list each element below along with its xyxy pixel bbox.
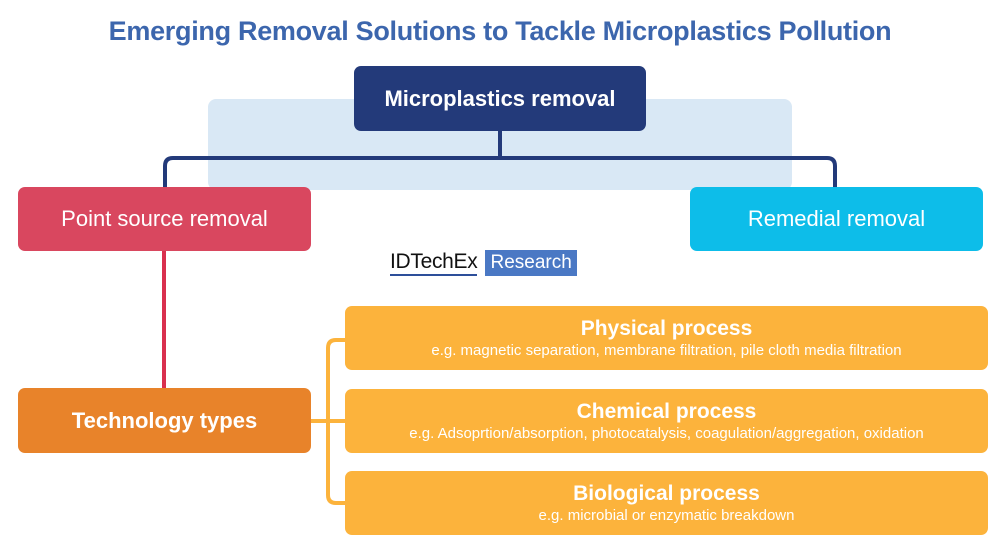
- node-biological-process: Biological process e.g. microbial or enz…: [345, 471, 988, 535]
- root-node-label: Microplastics removal: [384, 85, 616, 111]
- node-chemical-process: Chemical process e.g. Adsoprtion/absorpt…: [345, 389, 988, 453]
- root-node-microplastics-removal: Microplastics removal: [354, 66, 646, 131]
- process-title: Biological process: [573, 481, 760, 505]
- process-title: Physical process: [580, 316, 753, 340]
- logo-wordmark: IDTechEx: [390, 250, 478, 276]
- node-technology-types: Technology types: [18, 388, 311, 453]
- process-examples: e.g. microbial or enzymatic breakdown: [538, 506, 795, 524]
- process-examples: e.g. Adsoprtion/absorption, photocatalys…: [409, 424, 924, 442]
- logo-research-badge: Research: [485, 250, 577, 276]
- idtechex-logo: IDTechEx Research: [390, 249, 577, 277]
- process-examples: e.g. magnetic separation, membrane filtr…: [431, 341, 902, 359]
- remedial-label: Remedial removal: [747, 206, 926, 231]
- point-source-label: Point source removal: [61, 206, 268, 231]
- node-physical-process: Physical process e.g. magnetic separatio…: [345, 306, 988, 370]
- process-title: Chemical process: [576, 399, 757, 423]
- node-remedial-removal: Remedial removal: [690, 187, 983, 251]
- technology-label: Technology types: [71, 407, 258, 433]
- node-point-source-removal: Point source removal: [18, 187, 311, 251]
- diagram-title: Emerging Removal Solutions to Tackle Mic…: [108, 16, 892, 46]
